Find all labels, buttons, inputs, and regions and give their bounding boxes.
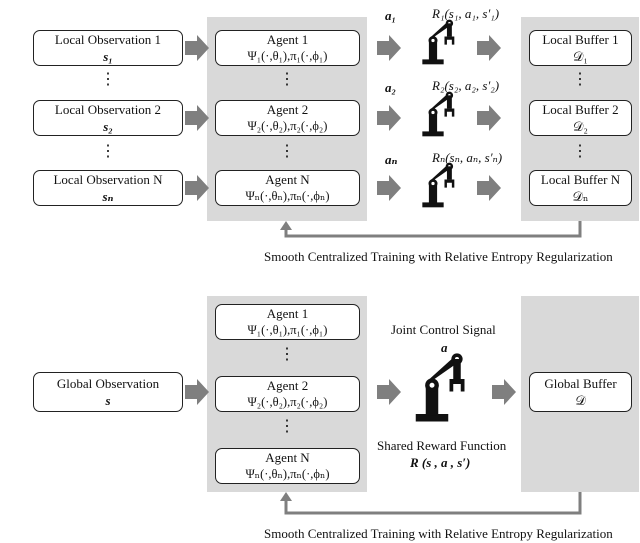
observation-symbol: s — [105, 393, 111, 408]
arrow-icon — [477, 175, 501, 201]
robot-arm-icon — [422, 162, 455, 208]
ellipsis: ⋮ — [572, 143, 588, 160]
agent-functions: Ψₙ(·,θₙ),πₙ(·,ϕₙ) — [245, 467, 330, 481]
robot-arm-icon — [415, 353, 465, 422]
agent-functions: Ψₙ(·,θₙ),πₙ(·,ϕₙ) — [245, 189, 330, 203]
arrow-icon — [377, 105, 401, 131]
agent-title: Agent 2 — [266, 102, 309, 117]
agent-functions: Ψ₂(·,θ₂),π₂(·,ϕ₂) — [247, 395, 328, 409]
agent-title: Agent N — [265, 450, 310, 465]
action-label-n: aₙ — [385, 152, 398, 167]
arrow-icon — [185, 35, 209, 61]
agent-title: Agent 1 — [266, 32, 309, 47]
shared-reward-label: Shared Reward Function — [377, 438, 507, 453]
arrow-icon — [477, 105, 501, 131]
training-caption-bottom: Smooth Centralized Training with Relativ… — [264, 526, 613, 541]
ellipsis: ⋮ — [279, 418, 295, 435]
observation-symbol: sₙ — [102, 189, 114, 204]
training-caption-top: Smooth Centralized Training with Relativ… — [264, 249, 613, 264]
action-label-2: a₂ — [385, 80, 397, 95]
agent-title: Agent 2 — [266, 378, 309, 393]
local-buffer-2: Local Buffer 2 𝒟₂ — [529, 100, 632, 136]
buffer-symbol: 𝒟₁ — [573, 49, 588, 64]
joint-signal-symbol: a — [441, 340, 448, 355]
agent-box-1: Agent 1 Ψ₁(·,θ₁),π₁(·,ϕ₁) — [215, 30, 360, 66]
ellipsis: ⋮ — [279, 71, 295, 88]
reward-formula: R (s , a , s′) — [410, 455, 471, 470]
agent-title: Agent N — [265, 172, 310, 187]
agent-box-n: Agent N Ψₙ(·,θₙ),πₙ(·,ϕₙ) — [215, 170, 360, 206]
agent-functions: Ψ₁(·,θ₁),π₁(·,ϕ₁) — [247, 323, 328, 337]
agent-functions: Ψ₂(·,θ₂),π₂(·,ϕ₂) — [247, 119, 328, 133]
arrow-icon — [185, 105, 209, 131]
agent-box-2: Agent 2 Ψ₂(·,θ₂),π₂(·,ϕ₂) — [215, 100, 360, 136]
robot-arm-icon — [422, 91, 455, 137]
arrow-icon — [185, 379, 209, 405]
local-observation-1: Local Observation 1 s₁ — [33, 30, 183, 66]
ellipsis: ⋮ — [572, 71, 588, 88]
local-buffer-1: Local Buffer 1 𝒟₁ — [529, 30, 632, 66]
buffer-symbol: 𝒟 — [575, 393, 586, 408]
reward-label-n: Rₙ(sₙ, aₙ, s′ₙ) — [432, 150, 503, 165]
ellipsis: ⋮ — [100, 71, 116, 88]
arrow-icon — [492, 379, 516, 405]
observation-title: Local Observation 1 — [54, 32, 162, 47]
arrow-icon — [185, 175, 209, 201]
arrow-icon — [377, 175, 401, 201]
observation-title: Global Observation — [56, 376, 160, 391]
buffer-title: Local Buffer 1 — [542, 32, 619, 47]
feedback-loop-line — [284, 221, 582, 238]
reward-label-2: R₂(s₂, a₂, s′₂) — [432, 78, 500, 93]
action-label-1: a₁ — [385, 8, 397, 23]
reward-label-1: R₁(s₁, a₁, s′₁) — [432, 6, 500, 21]
buffer-title: Global Buffer — [544, 376, 617, 391]
buffer-symbol: 𝒟₂ — [573, 119, 588, 134]
agent-box-n: Agent N Ψₙ(·,θₙ),πₙ(·,ϕₙ) — [215, 448, 360, 484]
local-buffer-n: Local Buffer N 𝒟ₙ — [529, 170, 632, 206]
agent-functions: Ψ₁(·,θ₁),π₁(·,ϕ₁) — [247, 49, 328, 63]
agent-box-1: Agent 1 Ψ₁(·,θ₁),π₁(·,ϕ₁) — [215, 304, 360, 340]
ellipsis: ⋮ — [279, 143, 295, 160]
robot-arm-icon — [422, 19, 455, 65]
buffer-title: Local Buffer N — [540, 172, 621, 187]
buffer-title: Local Buffer 2 — [542, 102, 619, 117]
feedback-arrowhead — [280, 492, 292, 501]
ellipsis: ⋮ — [100, 143, 116, 160]
global-buffer: Global Buffer 𝒟 — [529, 372, 632, 412]
feedback-arrowhead — [280, 221, 292, 230]
observation-title: Local Observation N — [53, 172, 163, 187]
arrow-icon — [377, 379, 401, 405]
observation-symbol: s₁ — [103, 49, 113, 64]
ellipsis: ⋮ — [279, 346, 295, 363]
local-observation-2: Local Observation 2 s₂ — [33, 100, 183, 136]
feedback-loop-line — [284, 492, 582, 515]
arrow-icon — [477, 35, 501, 61]
global-observation: Global Observation s — [33, 372, 183, 412]
observation-symbol: s₂ — [103, 119, 113, 134]
local-observation-n: Local Observation N sₙ — [33, 170, 183, 206]
agent-title: Agent 1 — [266, 306, 309, 321]
agent-box-2: Agent 2 Ψ₂(·,θ₂),π₂(·,ϕ₂) — [215, 376, 360, 412]
arrow-icon — [377, 35, 401, 61]
observation-title: Local Observation 2 — [54, 102, 162, 117]
buffer-symbol: 𝒟ₙ — [572, 189, 589, 204]
joint-signal-label: Joint Control Signal — [391, 322, 496, 337]
